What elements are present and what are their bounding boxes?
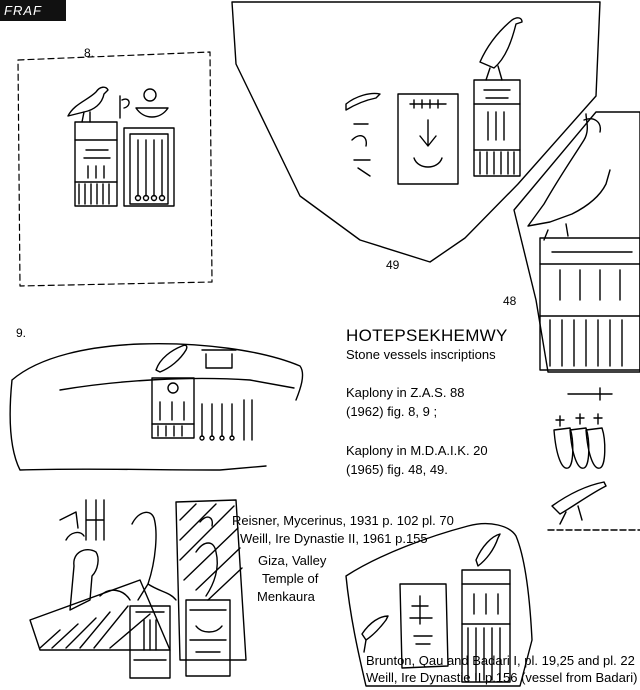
- caption-ref1-line1: Kaplony in Z.A.S. 88: [346, 385, 465, 400]
- fragment-9-drawing: [9, 343, 304, 471]
- caption-ref2-line1: Kaplony in M.D.A.I.K. 20: [346, 443, 488, 458]
- caption-subtitle: Stone vessels inscriptions: [346, 347, 496, 362]
- reisner-ref-line1: Reisner, Mycerinus, 1931 p. 102 pl. 70: [232, 513, 454, 528]
- fragment-48-drawing: [513, 111, 640, 373]
- figure-label-48: 48: [503, 294, 517, 308]
- figure-label-8: 8.: [84, 46, 95, 60]
- reisner-ref-line3: Giza, Valley: [258, 553, 327, 568]
- brunton-fragment-drawing: [345, 522, 533, 687]
- fragment-8-drawing: [17, 51, 213, 287]
- figure-label-9: 9.: [16, 326, 27, 340]
- small-signs-drawing: [547, 387, 640, 531]
- reisner-ref-line5: Menkaura: [257, 589, 315, 604]
- brunton-ref-line1: Brunton, Qau and Badari I, pl. 19,25 and…: [366, 653, 635, 668]
- caption-ref2-line2: (1965) fig. 48, 49.: [346, 462, 448, 477]
- caption-ref1-line2: (1962) fig. 8, 9 ;: [346, 404, 438, 419]
- figure-label-49: 49: [386, 258, 400, 272]
- logo-badge: FRAF: [0, 0, 66, 21]
- reisner-fragment-drawing: [29, 499, 247, 679]
- reisner-ref-line2: Weill, Ire Dynastie II, 1961 p.155: [240, 531, 428, 546]
- brunton-ref-line2: Weill, Ire Dynastie II p.156 (vessel fro…: [366, 670, 638, 685]
- fragment-49-drawing: [231, 1, 601, 263]
- reisner-ref-line4: Temple of: [262, 571, 319, 586]
- caption-title: HOTEPSEKHEMWY: [346, 326, 508, 345]
